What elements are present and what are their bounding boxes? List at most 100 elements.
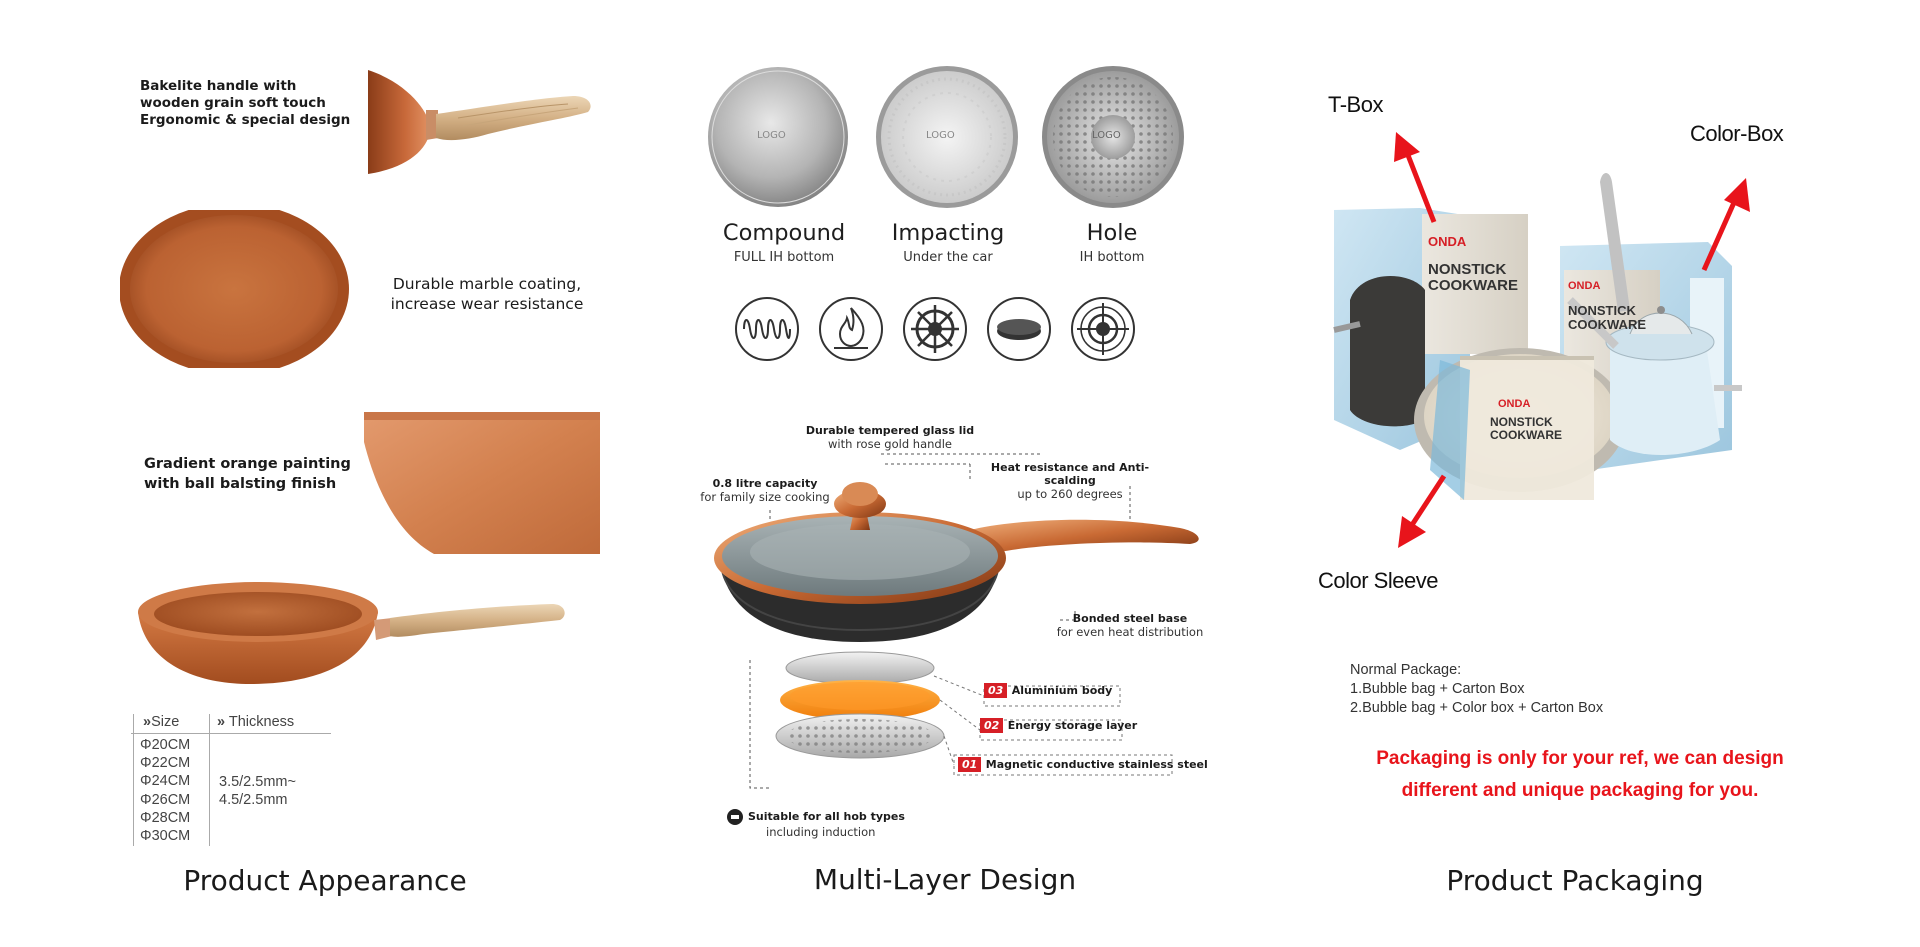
layer-number: 03: [984, 683, 1008, 698]
hob-callout-sub: including induction: [766, 825, 876, 839]
base-title-compound: Compound: [722, 220, 846, 246]
disclaimer-line: different and unique packaging for you.: [1401, 780, 1759, 801]
size-value: Φ22CM: [140, 755, 191, 772]
capacity-callout-sub: for family size cooking: [700, 490, 830, 504]
normal-package-title: Normal Package:: [1350, 662, 1462, 678]
base-discs: [708, 66, 1184, 208]
colorbox-brand: ONDA: [1568, 280, 1600, 292]
caption-product-appearance: Product Appearance: [183, 864, 467, 897]
handle-image: [368, 70, 591, 174]
colorbox-line: COOKWARE: [1568, 317, 1646, 332]
hob-bullet-icon: [727, 809, 743, 825]
handle-note: Bakelite handle with wooden grain soft t…: [140, 78, 350, 129]
table-divider: [209, 714, 210, 846]
sleeve-lines: NONSTICK COOKWARE: [1490, 416, 1562, 442]
logo-mark: LOGO: [926, 130, 955, 141]
normal-package-item: 1.Bubble bag + Carton Box: [1350, 681, 1525, 697]
size-value: Φ30CM: [140, 828, 191, 845]
heat-callout: Heat resistance and Anti-scalding up to …: [970, 461, 1170, 501]
base-subtitle-compound: FULL IH bottom: [733, 250, 835, 265]
base-subtitle-hole: IH bottom: [1079, 250, 1145, 265]
layer-label: Energy storage layer: [1007, 719, 1138, 732]
table-divider: [133, 714, 134, 846]
sleeve-line: NONSTICK: [1490, 415, 1553, 429]
tbox-brand: ONDA: [1428, 234, 1466, 249]
packaging-arrows: [1394, 132, 1750, 548]
frying-pan-image: [138, 582, 565, 684]
size-value: Φ24CM: [140, 773, 191, 790]
caption-multi-layer: Multi-Layer Design: [813, 863, 1077, 896]
hob-callout-title: Suitable for all hob types: [748, 810, 905, 823]
label-color-sleeve: Color Sleeve: [1318, 568, 1438, 593]
arrow-up-right-icon: [1701, 178, 1750, 272]
base-title-impacting: Impacting: [891, 220, 1005, 246]
tbox-line: NONSTICK: [1428, 261, 1507, 278]
packaging-image: [1333, 173, 1742, 500]
label-colorbox: Color-Box: [1690, 121, 1784, 146]
thickness-value: 3.5/2.5mm~: [219, 774, 296, 790]
base-callout: Bonded steel base for even heat distribu…: [1050, 612, 1210, 639]
colorbox-lines: NONSTICK COOKWARE: [1568, 304, 1646, 332]
caption-product-packaging: Product Packaging: [1446, 864, 1704, 897]
induction-coil-icon: [735, 297, 799, 361]
impacting-base-disc: [876, 66, 1018, 208]
coating-note-line: increase wear resistance: [390, 295, 584, 313]
base-callout-title: Bonded steel base: [1072, 612, 1188, 625]
coating-note: Durable marble coating, increase wear re…: [382, 274, 592, 314]
handle-note-line: Ergonomic & special design: [140, 112, 351, 128]
logo-mark: LOGO: [1092, 130, 1121, 141]
base-title-hole: Hole: [1086, 220, 1138, 246]
layer-tag-aluminium: 03 Aluminium body: [984, 681, 1112, 699]
arrow-down-left-icon: [1398, 474, 1447, 548]
lid-callout: Durable tempered glass lid with rose gol…: [800, 424, 980, 451]
ceramic-hob-icon: [1071, 297, 1135, 361]
gas-burner-icon: [903, 297, 967, 361]
gradient-note-line: with ball balsting finish: [144, 476, 337, 492]
hot-plate-icon: [987, 297, 1051, 361]
colorbox-brand-text: ONDA: [1568, 280, 1601, 292]
size-header: »Size: [143, 714, 179, 730]
hole-base-disc: [1042, 66, 1184, 208]
sleeve-brand-text: ONDA: [1498, 398, 1531, 410]
logo-mark: LOGO: [757, 130, 786, 141]
arrow-up-left-icon: [1394, 132, 1437, 223]
thickness-list: 3.5/2.5mm~ 4.5/2.5mm: [219, 773, 296, 809]
thickness-header-label: Thickness: [228, 714, 295, 730]
lid-callout-sub: with rose gold handle: [828, 437, 952, 451]
heat-callout-sub: up to 260 degrees: [1017, 487, 1123, 501]
hob-icons-row: [735, 297, 1135, 361]
tbox-brand-text: ONDA: [1428, 234, 1467, 249]
normal-package: Normal Package: 1.Bubble bag + Carton Bo…: [1350, 661, 1603, 718]
layer-label: Magnetic conductive stainless steel: [985, 758, 1208, 771]
handle-note-line: wooden grain soft touch: [140, 95, 326, 111]
colorbox-line: NONSTICK: [1568, 303, 1636, 318]
thickness-header: » Thickness: [217, 714, 294, 730]
gradient-note: Gradient orange painting with ball balst…: [144, 454, 351, 494]
size-value: Φ28CM: [140, 809, 191, 826]
handle-note-line: Bakelite handle with: [140, 78, 297, 94]
layer-label: Aluminium body: [1011, 684, 1113, 697]
thickness-value: 4.5/2.5mm: [219, 792, 288, 808]
packaging-disclaimer: Packaging is only for your ref, we can d…: [1300, 743, 1860, 807]
chevron-double-icon: »: [217, 714, 226, 730]
size-header-label: Size: [151, 714, 180, 730]
size-table-header: »Size » Thickness: [131, 714, 331, 734]
size-table: »Size » Thickness Φ20CM Φ22CM Φ24CM Φ26C…: [131, 714, 331, 846]
size-list: Φ20CM Φ22CM Φ24CM Φ26CM Φ28CM Φ30CM: [140, 736, 190, 845]
sleeve-brand: ONDA: [1498, 398, 1530, 410]
coating-note-line: Durable marble coating,: [392, 275, 582, 293]
layer-number: 01: [958, 757, 982, 772]
capacity-callout: 0.8 litre capacity for family size cooki…: [700, 477, 830, 504]
pan-exterior-image: [364, 412, 600, 554]
pan-assembly-image: [714, 453, 1199, 789]
capacity-callout-title: 0.8 litre capacity: [712, 477, 818, 490]
lid-callout-title: Durable tempered glass lid: [805, 424, 975, 437]
compound-base-disc: [708, 67, 848, 207]
chevron-double-icon: »: [143, 714, 152, 730]
gas-flame-icon: [819, 297, 883, 361]
label-tbox: T-Box: [1328, 92, 1383, 117]
pan-interior-image: [116, 210, 356, 368]
size-value: Φ26CM: [140, 791, 191, 808]
size-value: Φ20CM: [140, 737, 191, 753]
heat-callout-title: Heat resistance and Anti-scalding: [990, 461, 1150, 487]
